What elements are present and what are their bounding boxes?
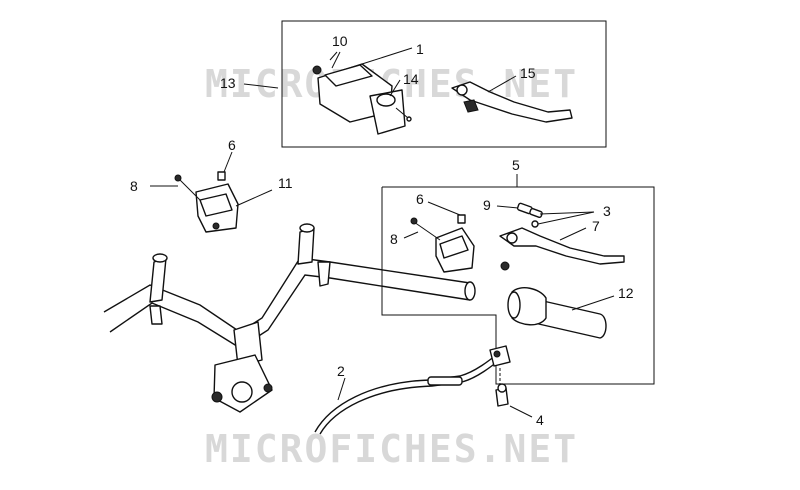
callout-8-clutch: 8 (390, 231, 398, 247)
callout-8-left: 8 (130, 178, 138, 194)
callout-3: 3 (603, 203, 611, 219)
lever-pins (516, 202, 543, 228)
callout-10: 10 (332, 33, 348, 49)
clutch-cable (314, 351, 503, 435)
callout-6-clutch: 6 (416, 191, 424, 207)
callout-leaders (150, 47, 615, 418)
callout-12: 12 (618, 285, 634, 301)
callout-labels: 1 2 3 4 5 6 6 7 8 8 9 10 11 12 13 14 15 (130, 33, 634, 428)
callout-14: 14 (403, 71, 419, 87)
callout-6-left: 6 (228, 137, 236, 153)
clutch-lever-group-frame (381, 186, 655, 385)
master-cylinder-group-frame (281, 20, 607, 148)
callout-1: 1 (416, 41, 424, 57)
callout-4: 4 (536, 412, 544, 428)
callout-5: 5 (512, 157, 520, 173)
handlebar (103, 223, 476, 413)
clutch-lever-clamp (410, 214, 475, 273)
left-lever-clamp (174, 171, 239, 233)
callout-7: 7 (592, 218, 600, 234)
callout-13: 13 (220, 75, 236, 91)
callout-15: 15 (520, 65, 536, 81)
master-cylinder-assembly (312, 51, 412, 135)
callout-9: 9 (483, 197, 491, 213)
callout-2: 2 (337, 363, 345, 379)
clutch-lever (499, 227, 625, 271)
watermark-bottom: MICROFICHES.NET (205, 427, 578, 471)
brake-lever (451, 81, 573, 123)
cable-bracket (489, 345, 511, 407)
throttle-grip (507, 287, 607, 339)
callout-11: 11 (278, 175, 293, 191)
